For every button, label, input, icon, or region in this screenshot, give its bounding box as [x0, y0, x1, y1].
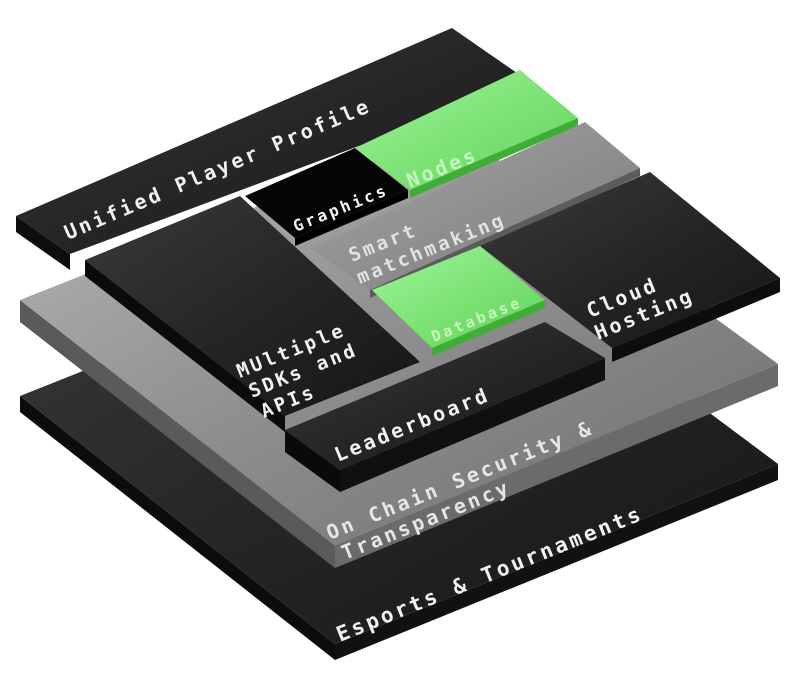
sdks-plate: [85, 196, 420, 416]
profile-plate: [16, 28, 530, 254]
block-graphics: Graphics: [245, 148, 408, 246]
graphics-plate: [245, 148, 408, 238]
database-plate: [372, 246, 545, 348]
cloud-plate: [480, 172, 780, 348]
leaderboard-plate: [285, 322, 605, 470]
block-nodes: Nodes: [355, 70, 578, 198]
matchmaking-plate: [310, 122, 640, 290]
nodes-plate: [355, 70, 578, 190]
block-sdks: MUltiple SDKs and APIs: [85, 196, 420, 432]
